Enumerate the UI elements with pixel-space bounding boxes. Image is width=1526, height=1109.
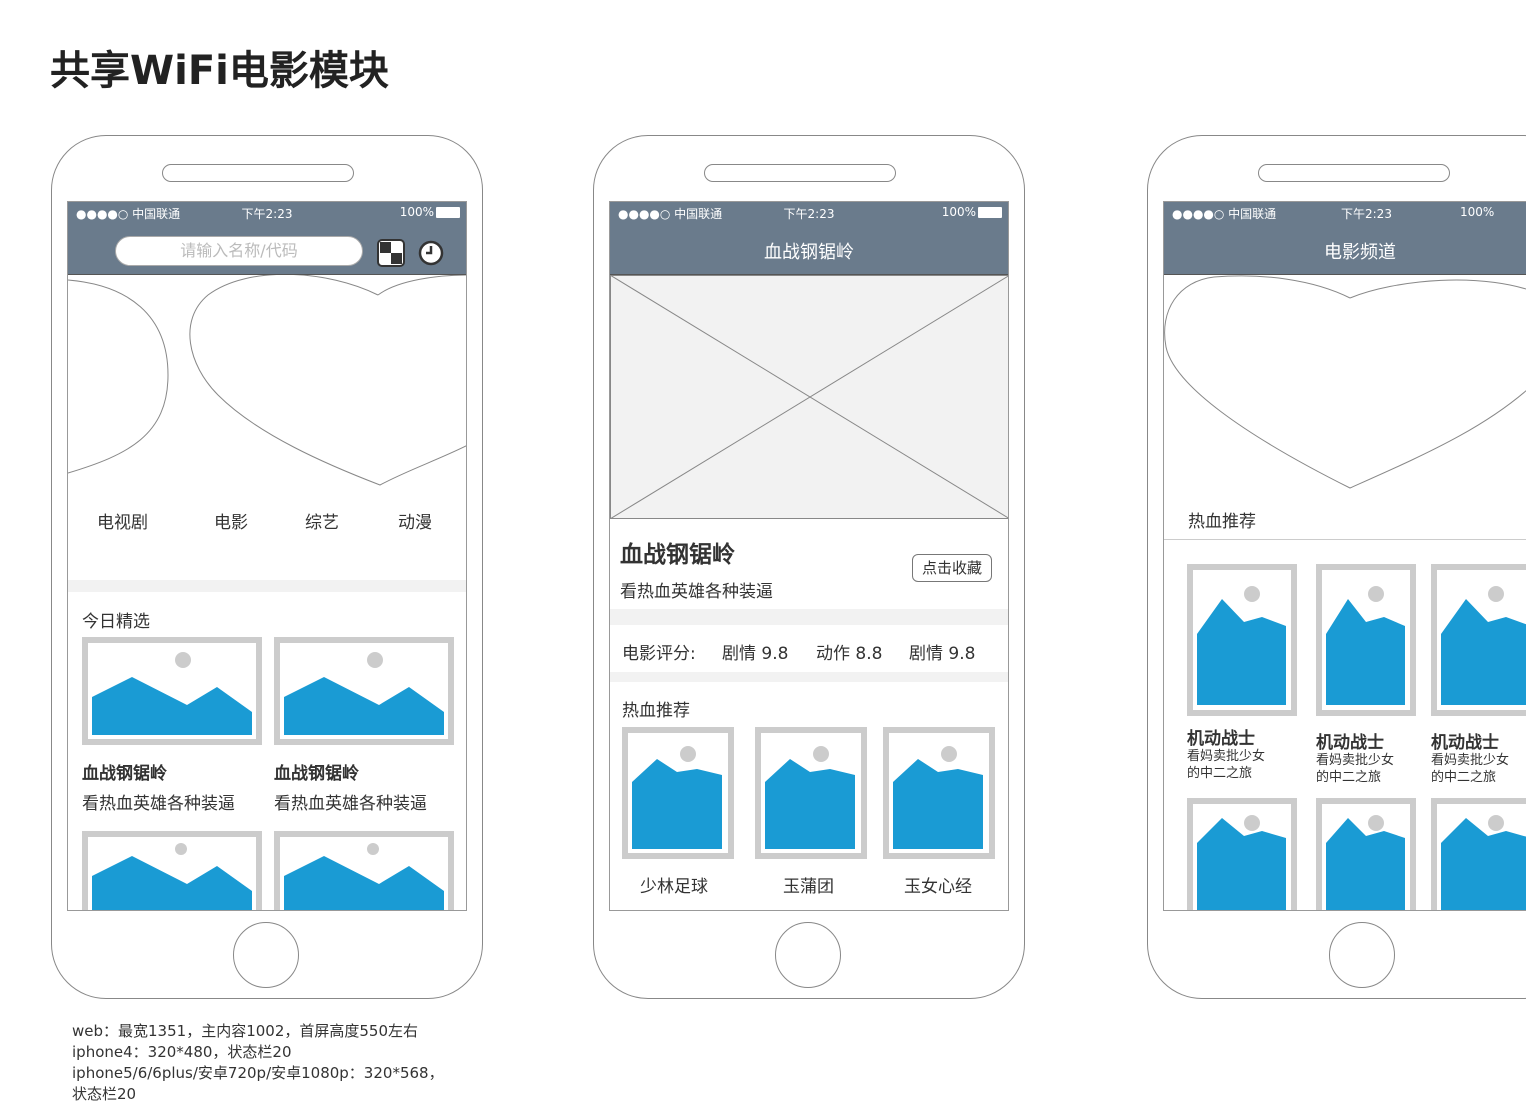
status-time: 下午2:23 [1341, 207, 1392, 221]
section-title-today: 今日精选 [82, 612, 150, 632]
note-line: 状态栏20 [72, 1085, 137, 1103]
poster-image[interactable] [1316, 564, 1416, 716]
phone-frame-detail: ●●●●○ 中国联通 下午2:23 100% 血战钢锯岭 血战钢锯岭 看热血英雄… [593, 135, 1025, 999]
card-image[interactable] [274, 637, 454, 745]
battery-indicator: 100% [942, 205, 1002, 219]
card-title[interactable]: 血战钢锯岭 [274, 764, 359, 784]
battery-label: 100% [941, 205, 976, 219]
nav-title: 电影频道 [1324, 242, 1396, 263]
movie-subtitle: 看热血英雄各种装逼 [620, 582, 773, 602]
movie-title: 血战钢锯岭 [620, 542, 735, 568]
battery-icon [436, 207, 460, 218]
category-tv[interactable]: 电视剧 [97, 513, 148, 533]
category-movie[interactable]: 电影 [214, 513, 248, 533]
page-title: 共享WiFi电影模块 [50, 48, 389, 94]
status-bar: ●●●●○ 中国联通 下午2:23 100% [68, 202, 466, 224]
screen-detail: ●●●●○ 中国联通 下午2:23 100% 血战钢锯岭 血战钢锯岭 看热血英雄… [609, 201, 1009, 911]
poster-subtitle: 看妈卖批少女 [1316, 753, 1395, 768]
recommend-title[interactable]: 玉女心经 [904, 877, 972, 897]
section-divider [610, 672, 1008, 682]
recommend-poster[interactable] [755, 727, 867, 859]
section-divider [68, 580, 466, 592]
card-subtitle: 看热血英雄各种装逼 [274, 794, 427, 814]
card-subtitle: 看热血英雄各种装逼 [82, 794, 235, 814]
rating-item: 动作 8.8 [816, 644, 883, 664]
nav-title: 血战钢锯岭 [764, 242, 854, 263]
note-line: iphone4：320*480，状态栏20 [72, 1043, 292, 1061]
phone-speaker [704, 164, 896, 182]
poster-subtitle: 的中二之旅 [1316, 770, 1382, 785]
card-image[interactable] [82, 831, 262, 911]
movie-info: 血战钢锯岭 看热血英雄各种装逼 点击收藏 [610, 519, 1008, 609]
poster-subtitle: 的中二之旅 [1431, 770, 1497, 785]
history-clock-icon[interactable] [418, 240, 444, 266]
card-title[interactable]: 血战钢锯岭 [82, 764, 167, 784]
battery-indicator: 100% [400, 205, 460, 219]
section-title-recommend: 热血推荐 [622, 701, 690, 721]
home-button[interactable] [1329, 922, 1395, 988]
poster-image[interactable] [1187, 564, 1297, 716]
card-image[interactable] [274, 831, 454, 911]
recommend-title[interactable]: 少林足球 [640, 877, 708, 897]
poster-title[interactable]: 机动战士 [1187, 729, 1255, 749]
rating-label: 电影评分: [622, 644, 696, 664]
poster-image[interactable] [1431, 798, 1526, 911]
favorite-button[interactable]: 点击收藏 [912, 554, 992, 582]
search-input[interactable]: 请输入名称/代码 [115, 236, 363, 266]
banner-carousel[interactable] [1164, 275, 1526, 490]
spec-notes: web：最宽1351，主内容1002，首屏高度550左右 iphone4：320… [72, 1021, 452, 1105]
category-anime[interactable]: 动漫 [398, 513, 432, 533]
battery-label: 100% [1460, 205, 1495, 219]
poster-image[interactable] [1316, 798, 1416, 911]
note-line: web：最宽1351，主内容1002，首屏高度550左右 [72, 1022, 418, 1040]
status-bar: ●●●●○ 中国联通 下午2:23 100% [610, 202, 1008, 224]
screen-home: ●●●●○ 中国联通 下午2:23 100% 请输入名称/代码 电视剧 电影 综… [67, 201, 467, 911]
phone-frame-home: ●●●●○ 中国联通 下午2:23 100% 请输入名称/代码 电视剧 电影 综… [51, 135, 483, 999]
nav-bar: 电影频道 [1164, 224, 1526, 275]
poster-image[interactable] [1187, 798, 1297, 911]
poster-title[interactable]: 机动战士 [1316, 733, 1384, 753]
nav-bar: 血战钢锯岭 [610, 224, 1008, 275]
recommend-poster[interactable] [883, 727, 995, 859]
poster-subtitle: 看妈卖批少女 [1431, 753, 1510, 768]
carrier-label: ●●●●○ 中国联通 [618, 207, 723, 221]
home-button[interactable] [775, 922, 841, 988]
rating-item: 剧情 9.8 [722, 644, 789, 664]
search-header: 请输入名称/代码 [68, 224, 466, 275]
scan-icon[interactable] [377, 239, 405, 267]
home-button[interactable] [233, 922, 299, 988]
category-variety[interactable]: 综艺 [305, 513, 339, 533]
section-title-recommend: 热血推荐 [1188, 512, 1256, 532]
recommend-poster[interactable] [622, 727, 734, 859]
poster-image[interactable] [1431, 564, 1526, 716]
poster-title[interactable]: 机动战士 [1431, 733, 1499, 753]
phone-frame-channel: ●●●●○ 中国联通 下午2:23 100% 电影频道 热血推荐 机动 [1147, 135, 1526, 999]
section-divider [610, 609, 1008, 625]
poster-subtitle: 的中二之旅 [1187, 766, 1253, 781]
battery-indicator: 100% [1460, 205, 1494, 219]
battery-icon [978, 207, 1002, 218]
carrier-label: ●●●●○ 中国联通 [1172, 207, 1277, 221]
card-image[interactable] [82, 637, 262, 745]
note-line: iphone5/6/6plus/安卓720p/安卓1080p：320*568， [72, 1064, 444, 1082]
poster-subtitle: 看妈卖批少女 [1187, 749, 1266, 764]
recommend-title[interactable]: 玉蒲团 [783, 877, 834, 897]
screen-channel: ●●●●○ 中国联通 下午2:23 100% 电影频道 热血推荐 机动 [1163, 201, 1526, 911]
section-divider [1164, 539, 1526, 540]
battery-label: 100% [399, 205, 434, 219]
phone-speaker [162, 164, 354, 182]
rating-item: 剧情 9.8 [909, 644, 976, 664]
video-placeholder[interactable] [610, 275, 1009, 519]
banner-carousel[interactable] [68, 275, 467, 490]
carrier-label: ●●●●○ 中国联通 [76, 207, 181, 221]
status-bar: ●●●●○ 中国联通 下午2:23 100% [1164, 202, 1526, 224]
status-time: 下午2:23 [241, 207, 293, 221]
phone-speaker [1258, 164, 1450, 182]
status-time: 下午2:23 [783, 207, 835, 221]
